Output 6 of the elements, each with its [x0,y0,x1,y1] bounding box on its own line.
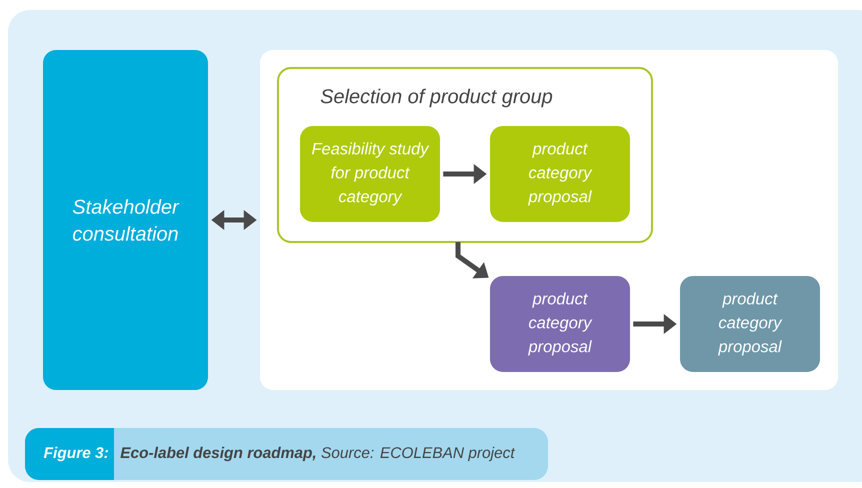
process-box: Feasibility study for product category [300,126,440,222]
process-box: Stakeholder consultation [43,50,208,390]
figure-number: Figure 3: [25,428,114,480]
process-box: product category proposal [680,276,820,372]
process-box: product category proposal [490,126,630,222]
process-box: product category proposal [490,276,630,372]
